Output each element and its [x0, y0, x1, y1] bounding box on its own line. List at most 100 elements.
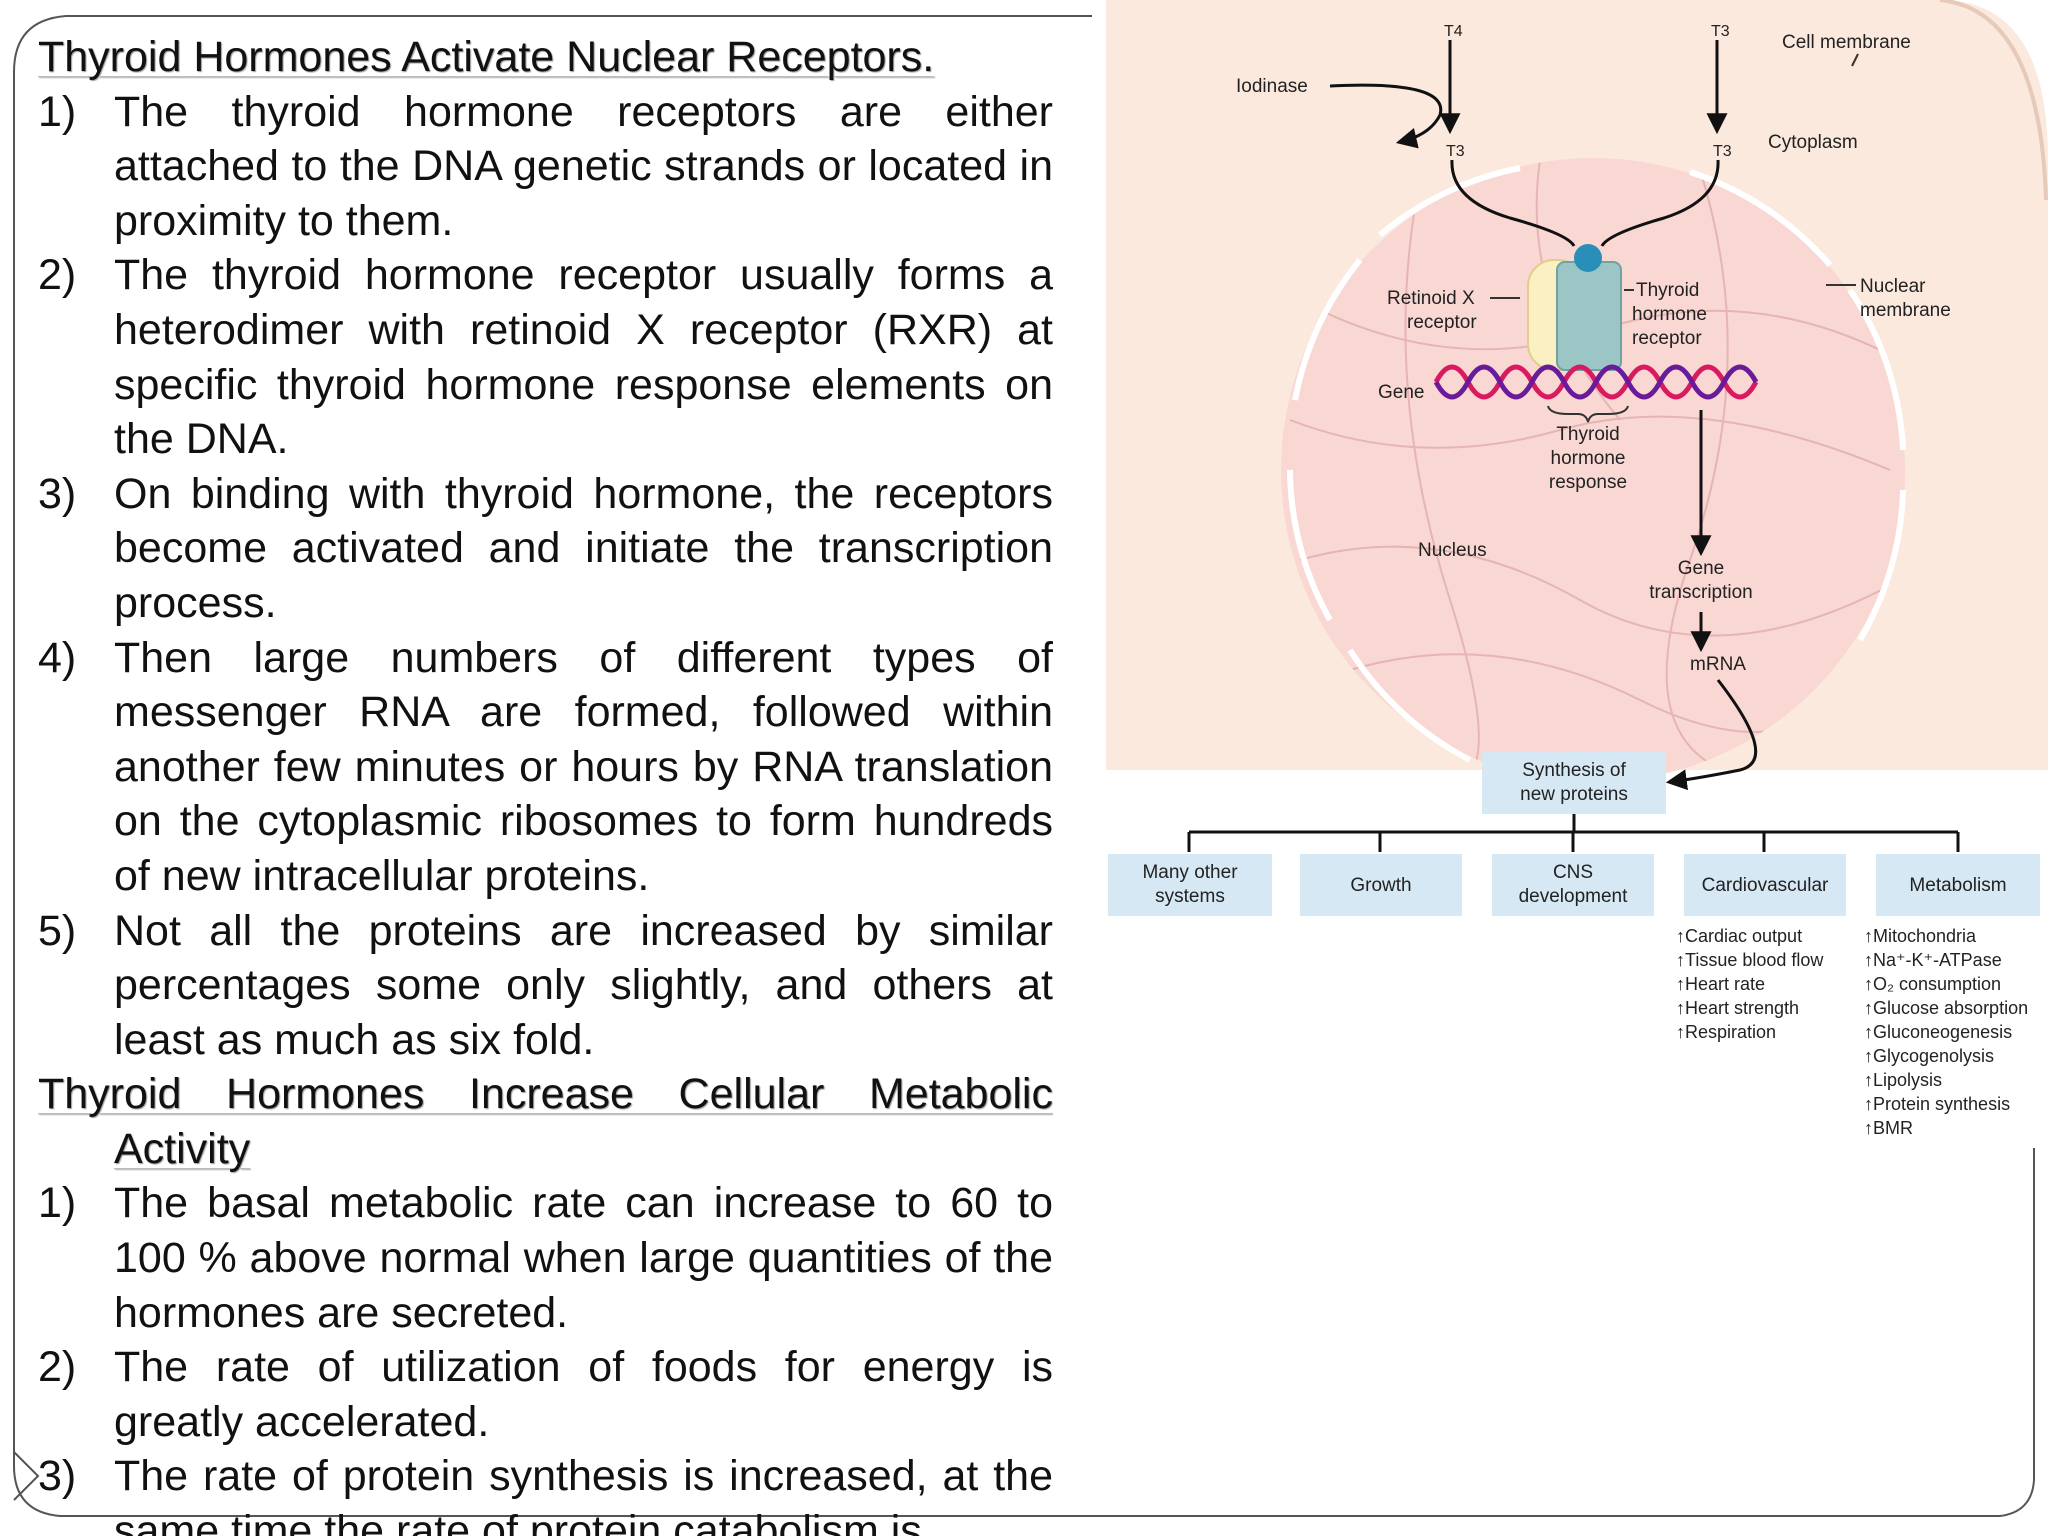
item-number: 2)	[38, 1343, 77, 1392]
tre-label-line2: hormone	[1551, 448, 1626, 469]
metabolism-effect-5: ↑Gluconeogenesis	[1864, 1022, 2012, 1042]
t3-top-label: T3	[1711, 23, 1730, 40]
metabolism-effects-list: ↑Mitochondria ↑Na⁺-K⁺-ATPase ↑O₂ consump…	[1864, 926, 2028, 1138]
box-metabolism-line1: Metabolism	[1909, 875, 2006, 896]
frame-notch	[13, 1451, 40, 1501]
item-text: The thyroid hormone receptor usually for…	[114, 251, 1053, 464]
thr-label-line2: hormone	[1632, 304, 1707, 325]
section2-title-line2: Activity	[114, 1124, 251, 1173]
section2-heading: Thyroid Hormones Increase Cellular Metab…	[38, 1067, 1053, 1122]
item-number: 5)	[38, 906, 77, 955]
iodinase-label: Iodinase	[1236, 76, 1308, 97]
box-cns-line1: CNS	[1553, 862, 1593, 883]
box-growth-line1: Growth	[1350, 875, 1411, 896]
box-cardiovascular	[1684, 854, 1846, 916]
box-many-other-line2: systems	[1155, 886, 1225, 907]
frame-border-left	[13, 15, 2035, 1517]
synthesis-line2: new proteins	[1520, 784, 1628, 805]
response-element-brace	[1547, 405, 1629, 423]
cardio-effect-5: ↑Respiration	[1676, 1022, 1776, 1042]
iodinase-arrow	[1329, 83, 1443, 149]
cardio-effect-3: ↑Heart rate	[1676, 974, 1765, 994]
gene-transcription-line2: transcription	[1649, 582, 1753, 603]
mrna-label: mRNA	[1690, 654, 1746, 675]
box-cns-line2: development	[1519, 886, 1629, 907]
metabolism-effect-8: ↑Protein synthesis	[1864, 1094, 2010, 1114]
section1-item-2: 2) The thyroid hormone receptor usually f…	[38, 248, 1053, 466]
box-metabolism	[1876, 854, 2040, 916]
box-many-other-systems	[1108, 854, 1272, 916]
item-text: The thyroid hormone receptors are either…	[114, 87, 1053, 245]
thr-label-line3: receptor	[1632, 328, 1702, 349]
section1-title-tail: .	[922, 33, 935, 81]
rxr-label-line2: receptor	[1407, 312, 1477, 333]
nucleus	[1281, 158, 1905, 782]
t3-right-label: T3	[1713, 143, 1732, 160]
cell-membrane	[1939, 0, 2048, 201]
metabolism-effect-2: ↑Na⁺-K⁺-ATPase	[1864, 950, 2002, 970]
section1-heading: Thyroid Hormones Activate Nuclear Recept…	[38, 30, 1053, 85]
tre-label-line1: Thyroid	[1556, 424, 1619, 445]
text-column: Thyroid Hormones Activate Nuclear Recept…	[38, 30, 1053, 1536]
item-text: The basal metabolic rate can increase to…	[114, 1179, 1053, 1337]
section2-item-1: 1) The basal metabolic rate can increase …	[38, 1176, 1053, 1340]
cardio-effect-1: ↑Cardiac output	[1676, 926, 1802, 946]
synthesis-line1: Synthesis of	[1522, 760, 1626, 781]
t3-bound-ball	[1574, 244, 1602, 272]
metabolism-effect-1: ↑Mitochondria	[1864, 926, 1977, 946]
section1-item-1: 1) The thyroid hormone receptors are eith…	[38, 85, 1053, 249]
box-cardio-line1: Cardiovascular	[1702, 875, 1829, 896]
section1-title: Thyroid Hormones Activate Nuclear Recept…	[38, 33, 923, 81]
section1-item-4: 4) Then large numbers of different types …	[38, 631, 1053, 904]
metabolism-effect-6: ↑Glycogenolysis	[1864, 1046, 1994, 1066]
cardio-effects-list: ↑Cardiac output ↑Tissue blood flow ↑Hear…	[1676, 926, 1824, 1042]
box-growth	[1300, 854, 1462, 916]
item-text: Then large numbers of different types of…	[114, 633, 1053, 900]
item-number: 3)	[38, 469, 77, 518]
metabolism-effect-9: ↑BMR	[1864, 1118, 1913, 1138]
rxr-label-line1: Retinoid X	[1387, 288, 1475, 309]
item-number: 4)	[38, 633, 77, 682]
item-text: On binding with thyroid hormone, the rec…	[114, 469, 1053, 627]
t4-label: T4	[1444, 23, 1463, 40]
branch-connectors	[1187, 814, 1960, 852]
section2-item-3: 3)The rate of protein synthesis is incre…	[38, 1449, 1053, 1536]
t3-left-to-receptor	[1450, 159, 1576, 247]
section2-item-2: 2) The rate of utilization of foods for e…	[38, 1340, 1053, 1449]
cardio-effect-4: ↑Heart strength	[1676, 998, 1799, 1018]
section2-title-line1: Thyroid Hormones Increase Cellular Metab…	[38, 1070, 1053, 1119]
metabolism-effect-7: ↑Lipolysis	[1864, 1070, 1942, 1090]
section2-heading-cont: Activity	[38, 1122, 1053, 1177]
synthesis-arrow	[1665, 679, 1758, 791]
thyroid-hormone-receptor-shape	[1556, 261, 1622, 371]
nuclear-membrane-line2: membrane	[1860, 300, 1951, 321]
section1-item-5: 5) Not all the proteins are increased by …	[38, 904, 1053, 1068]
box-many-other-line1: Many other	[1142, 862, 1238, 883]
nuclear-membrane-line1: Nuclear	[1860, 276, 1926, 297]
gene-label: Gene	[1378, 382, 1424, 403]
section1-item-3: 3) On binding with thyroid hormone, the r…	[38, 467, 1053, 631]
box-cns-development	[1492, 854, 1654, 916]
item-number: 3)	[38, 1452, 77, 1501]
gene-transcription-line1: Gene	[1678, 558, 1724, 579]
nuclear-membrane	[1287, 165, 1906, 763]
item-number: 1)	[38, 87, 77, 136]
synthesis-box	[1482, 752, 1666, 814]
dna-helix	[1433, 364, 1759, 400]
cell-membrane-leader	[1851, 53, 1859, 67]
t3-right-to-receptor	[1600, 159, 1720, 247]
thyroid-mechanism-diagram: Synthesis of new proteins Many other sys…	[1106, 0, 2048, 1138]
thr-label-line1: Thyroid	[1636, 280, 1699, 301]
item-number: 1)	[38, 1179, 77, 1228]
cardio-effect-2: ↑Tissue blood flow	[1676, 950, 1824, 970]
tre-label-line3: response	[1549, 472, 1627, 493]
t3-left-label: T3	[1446, 143, 1465, 160]
metabolism-effect-4: ↑Glucose absorption	[1864, 998, 2028, 1018]
nucleus-label: Nucleus	[1418, 540, 1487, 561]
item-text: The rate of utilization of foods for ene…	[114, 1343, 1053, 1446]
item-number: 2)	[38, 251, 77, 300]
item-text: Not all the proteins are increased by si…	[114, 906, 1053, 1064]
metabolism-effect-3: ↑O₂ consumption	[1864, 974, 2001, 994]
cytoplasm-label: Cytoplasm	[1768, 132, 1858, 153]
